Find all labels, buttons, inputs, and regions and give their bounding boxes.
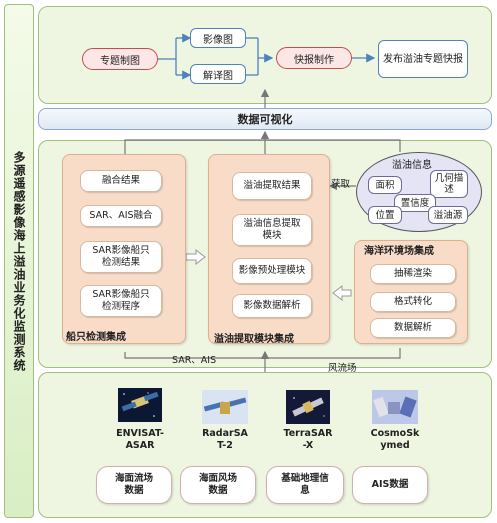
satellite-radarsat-icon — [202, 390, 248, 424]
topic-mapping-box: 专题制图 — [82, 48, 158, 70]
data-visualization-bar: 数据可视化 — [38, 108, 492, 130]
ship-item-detection-result: SAR影像船只检测结果 — [80, 241, 162, 273]
satellite-envisat-label: ENVISAT- ASAR — [108, 428, 172, 452]
oil-info-label: 面积 — [375, 179, 395, 191]
oil-info-label: 溢油源 — [433, 209, 463, 221]
oil-module-title: 溢油提取模块集成 — [214, 334, 294, 345]
oil-info-label: 几何描述 — [434, 173, 464, 195]
oil-info-label: 位置 — [375, 209, 395, 221]
interpretation-map-label: 解译图 — [203, 70, 233, 82]
data-source-line: 息 — [300, 485, 310, 496]
oil-item-extraction-result: 溢油提取结果 — [232, 172, 312, 200]
oil-item-label: 影像预处理模块 — [238, 265, 306, 276]
oil-item-label: 影像数据解析 — [243, 300, 301, 311]
ship-item-detection-program: SAR影像船只检测程序 — [80, 285, 162, 317]
data-source-line: 海面流场 — [114, 473, 153, 484]
oil-info-geometry: 几何描述 — [430, 170, 468, 198]
ship-item-label: 融合结果 — [101, 175, 140, 186]
data-ocean-current: 海面流场数据 — [96, 466, 172, 504]
satellite-cosmoskymed-label: CosmoSk ymed — [362, 428, 428, 452]
ship-item-label: SAR影像船只检测程序 — [92, 289, 150, 312]
satellite-name-line: -X — [302, 440, 314, 451]
interpretation-map-box: 解译图 — [190, 64, 246, 84]
data-source-line: 基础地理信 — [281, 473, 329, 484]
publish-label: 发布溢油专题快报 — [383, 53, 463, 65]
data-ocean-wind: 海面风场数据 — [180, 466, 256, 504]
data-geo-info: 基础地理信息 — [266, 466, 344, 504]
ship-item-label: SAR影像船只检测结果 — [92, 245, 150, 268]
satellite-radarsat-label: RadarSA T-2 — [194, 428, 256, 452]
system-title: 多源遥感影像海上溢油业务化监测系统 — [12, 150, 26, 372]
ocean-item-label: 抽稀渲染 — [393, 268, 432, 279]
ship-item-sar-ais-fusion: SAR、AIS融合 — [80, 205, 162, 227]
oil-item-preprocessing: 影像预处理模块 — [232, 258, 312, 284]
satellite-name-line: T-2 — [217, 440, 233, 451]
ship-item-fusion-result: 融合结果 — [80, 170, 162, 192]
satellite-name-line: ymed — [380, 440, 410, 451]
oil-info-label: 置信度 — [400, 197, 430, 209]
satellite-name-line: ENVISAT- — [116, 428, 164, 439]
ocean-module-title: 海洋环境场集成 — [364, 246, 434, 257]
satellite-name-line: ASAR — [125, 440, 155, 451]
ocean-item-label: 数据解析 — [393, 322, 432, 333]
oil-item-label: 溢油提取结果 — [243, 180, 301, 191]
oil-info-location: 位置 — [368, 206, 402, 224]
oil-info-area: 面积 — [368, 176, 402, 194]
ocean-item-label: 格式转化 — [393, 296, 432, 307]
oil-item-label: 溢油信息提取模块 — [243, 218, 301, 241]
data-source-line: 数据 — [124, 485, 144, 496]
data-source-line: 海面风场 — [198, 473, 237, 484]
oil-info-confidence: 置信度 — [394, 194, 436, 212]
ship-module-title: 船只检测集成 — [66, 332, 126, 343]
oil-info-source: 溢油源 — [428, 206, 468, 224]
image-map-box: 影像图 — [190, 28, 246, 48]
publish-box: 发布溢油专题快报 — [378, 40, 468, 78]
system-title-bar: 多源遥感影像海上溢油业务化监测系统 — [4, 4, 34, 518]
satellite-name-line: TerraSAR — [283, 428, 333, 439]
ocean-item-thinning: 抽稀渲染 — [370, 264, 456, 284]
quick-report-label: 快报制作 — [294, 54, 334, 66]
satellite-terrasar-label: TerraSAR -X — [276, 428, 340, 452]
data-source-line: AIS数据 — [371, 479, 409, 490]
wind-current-label: 风流场 — [328, 363, 357, 374]
quick-report-box: 快报制作 — [276, 47, 352, 69]
data-source-line: 数据 — [208, 485, 228, 496]
oil-item-data-parsing: 影像数据解析 — [232, 294, 312, 318]
data-visualization-label: 数据可视化 — [237, 113, 293, 126]
oil-item-info-extraction: 溢油信息提取模块 — [232, 214, 312, 246]
satellite-name-line: RadarSA — [202, 428, 248, 439]
ocean-item-format: 格式转化 — [370, 292, 456, 312]
ship-item-label: SAR、AIS融合 — [89, 210, 153, 221]
topic-mapping-label: 专题制图 — [100, 55, 140, 67]
acquire-label: 获取 — [331, 179, 351, 190]
satellite-terrasar-icon — [286, 390, 330, 424]
satellite-cosmoskymed-icon — [372, 390, 418, 424]
ocean-item-parsing: 数据解析 — [370, 318, 456, 338]
image-map-label: 影像图 — [203, 34, 233, 46]
sar-ais-label: SAR、AIS — [172, 355, 217, 366]
data-ais: AIS数据 — [352, 466, 428, 504]
oil-info-title: 溢油信息 — [392, 160, 432, 171]
satellite-name-line: CosmoSk — [370, 428, 420, 439]
satellite-envisat-icon — [118, 388, 162, 422]
